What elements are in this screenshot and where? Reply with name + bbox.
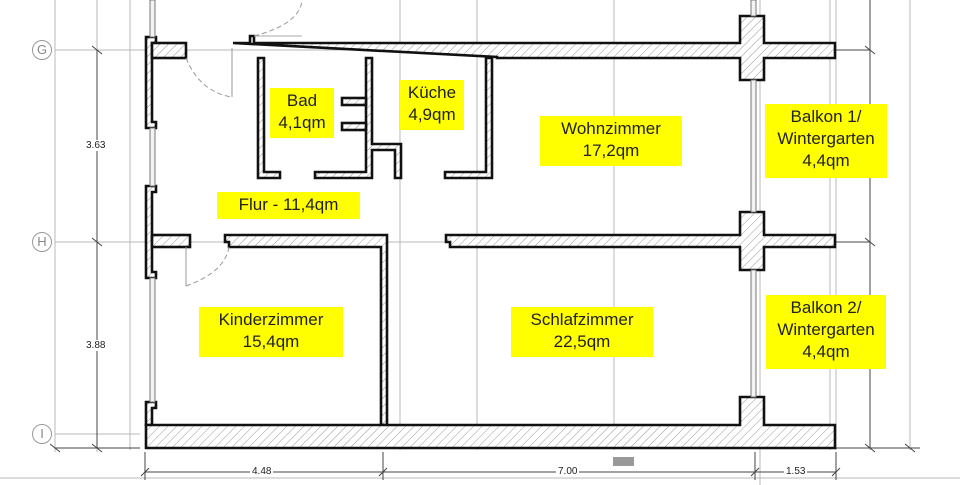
room-name: Schlafzimmer xyxy=(530,310,634,329)
room-area: 4,4qm xyxy=(802,151,850,170)
room-area: 17,2qm xyxy=(582,141,640,160)
scale-marker xyxy=(613,457,634,466)
room-name: Wohnzimmer xyxy=(561,119,661,138)
door-swings xyxy=(185,0,303,287)
room-area: 4,1qm xyxy=(278,113,326,132)
room-area: 22,5qm xyxy=(553,332,611,351)
room-name: Bad xyxy=(286,91,318,110)
axis-marker-g: G xyxy=(32,40,52,60)
room-name-2: Wintergarten xyxy=(777,129,875,148)
room-area: 15,4qm xyxy=(242,332,300,351)
room-label-flur: Flur - 11,4qm xyxy=(217,192,360,219)
room-label-kueche: Küche 4,9qm xyxy=(400,80,464,130)
room-name: Küche xyxy=(407,83,457,102)
dimension-middle: 7.00 xyxy=(556,466,580,477)
room-name: Balkon 1/ xyxy=(790,107,862,126)
west-wall xyxy=(144,0,158,427)
room-label-bad: Bad 4,1qm xyxy=(270,88,334,138)
room-name-2: Wintergarten xyxy=(777,320,875,339)
axis-marker-i: I xyxy=(32,424,52,444)
dimension-left: 4.48 xyxy=(250,466,274,477)
bath-kitchen-walls xyxy=(256,56,494,180)
vertical-dimension-right xyxy=(835,0,920,453)
wall-i-axis xyxy=(144,395,837,450)
dimension-right: 1.53 xyxy=(784,466,808,477)
axis-marker-h: H xyxy=(32,232,52,252)
room-area: 4,9qm xyxy=(408,105,456,124)
vertical-dimension-left xyxy=(49,45,140,453)
room-label-balkon-1: Balkon 1/ Wintergarten 4,4qm xyxy=(765,104,887,178)
wall-h-axis xyxy=(150,210,837,427)
dimension-g-h: 3.63 xyxy=(84,140,108,151)
room-label-schlafzimmer: Schlafzimmer 22,5qm xyxy=(511,307,653,357)
room-label-wohnzimmer: Wohnzimmer 17,2qm xyxy=(540,116,682,166)
wall-g-axis xyxy=(150,14,837,82)
room-name: Flur - 11,4qm xyxy=(238,195,339,214)
room-area: 4,4qm xyxy=(802,342,850,361)
room-label-kinderzimmer: Kinderzimmer 15,4qm xyxy=(199,307,343,357)
horizontal-dimension-bottom xyxy=(140,452,841,480)
dimension-h-i: 3.88 xyxy=(84,340,108,351)
room-name: Balkon 2/ xyxy=(790,298,862,317)
east-windows xyxy=(750,0,757,398)
room-label-balkon-2: Balkon 2/ Wintergarten 4,4qm xyxy=(766,295,886,369)
room-name: Kinderzimmer xyxy=(218,310,324,329)
